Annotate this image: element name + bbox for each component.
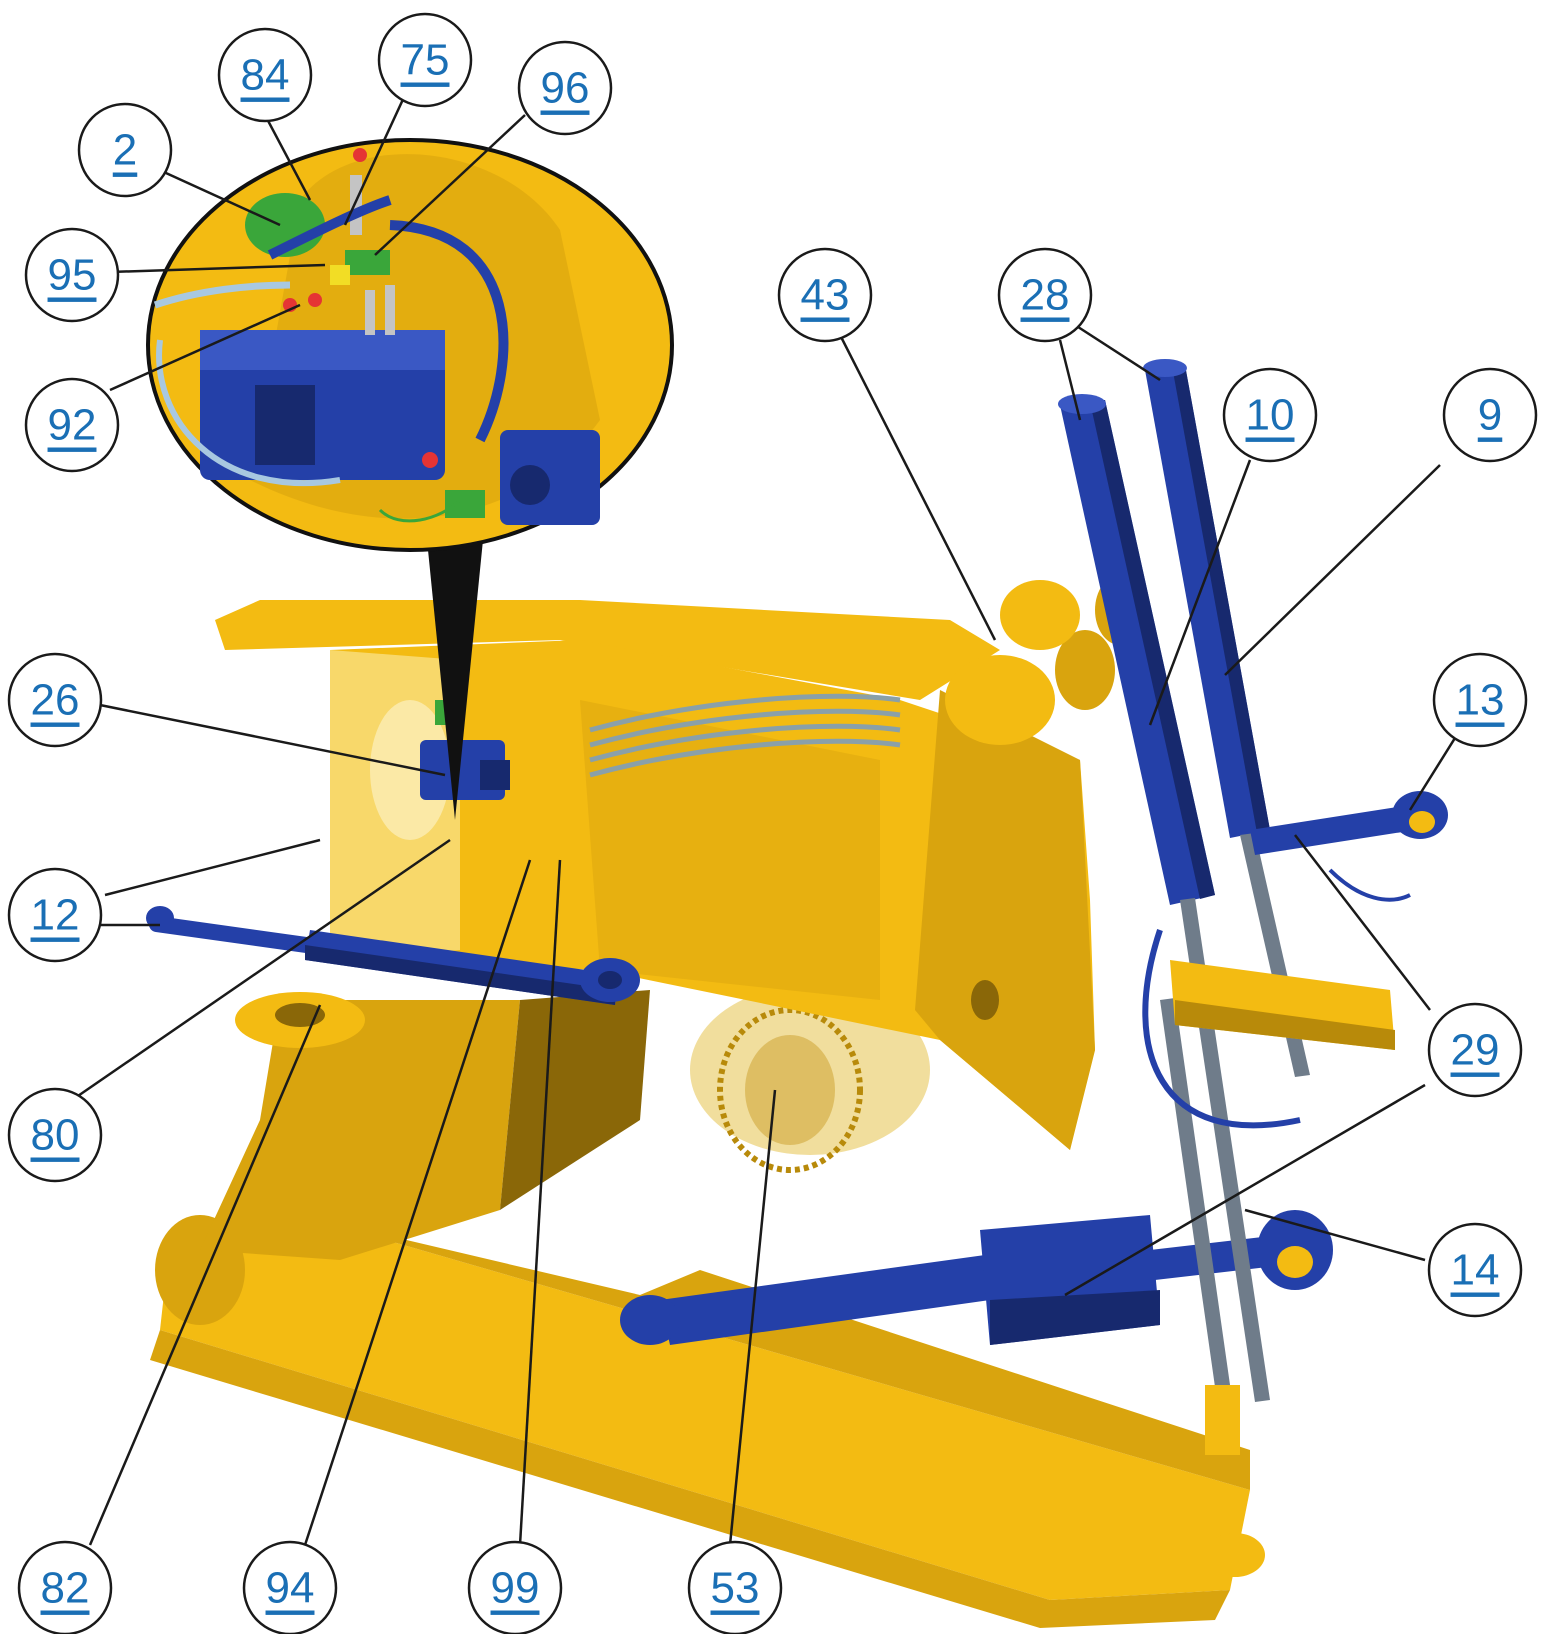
horizontal-cylinder — [146, 906, 640, 1005]
callout-10-label[interactable]: 10 — [1246, 391, 1295, 440]
callout-99[interactable]: 99 — [467, 1540, 563, 1634]
callout-80-label[interactable]: 80 — [31, 1111, 80, 1160]
connecting-arm — [200, 990, 650, 1260]
callout-29-label[interactable]: 29 — [1451, 1026, 1500, 1075]
callout-75[interactable]: 75 — [377, 12, 473, 108]
callout-82-label[interactable]: 82 — [41, 1564, 90, 1613]
callout-9-label[interactable]: 9 — [1478, 391, 1502, 440]
callout-13[interactable]: 13 — [1432, 652, 1528, 748]
magnified-detail-inset — [146, 138, 674, 820]
callout-26[interactable]: 26 — [7, 652, 103, 748]
callout-95[interactable]: 95 — [24, 227, 120, 323]
callout-94[interactable]: 94 — [242, 1540, 338, 1634]
callout-2-label[interactable]: 2 — [113, 126, 137, 175]
callout-2[interactable]: 2 — [77, 102, 173, 198]
callout-28[interactable]: 28 — [997, 247, 1093, 343]
slew-ring — [690, 985, 930, 1173]
callout-29[interactable]: 29 — [1427, 1002, 1523, 1098]
callout-12-label[interactable]: 12 — [31, 891, 80, 940]
callout-14-label[interactable]: 14 — [1451, 1246, 1500, 1295]
callout-99-label[interactable]: 99 — [491, 1564, 540, 1613]
callout-10[interactable]: 10 — [1222, 367, 1318, 463]
callout-14[interactable]: 14 — [1427, 1222, 1523, 1318]
callout-28-label[interactable]: 28 — [1021, 271, 1070, 320]
callout-96-label[interactable]: 96 — [541, 64, 590, 113]
callout-12[interactable]: 12 — [7, 867, 103, 963]
callout-92-label[interactable]: 92 — [48, 401, 97, 450]
callout-82[interactable]: 82 — [17, 1540, 113, 1634]
callout-26-label[interactable]: 26 — [31, 676, 80, 725]
main-frame — [215, 575, 1145, 1150]
callout-53-label[interactable]: 53 — [711, 1564, 760, 1613]
callout-80[interactable]: 80 — [7, 1087, 103, 1183]
machine-illustration — [146, 138, 1448, 1628]
callout-84-label[interactable]: 84 — [241, 51, 290, 100]
callout-43-label[interactable]: 43 — [801, 271, 850, 320]
callout-bubbles: 84 75 96 2 95 92 43 28 10 9 26 — [7, 12, 1538, 1634]
side-link — [1142, 791, 1448, 1129]
leader-lines — [74, 94, 1462, 1546]
callout-53[interactable]: 53 — [687, 1540, 783, 1634]
callout-95-label[interactable]: 95 — [48, 251, 97, 300]
callout-75-label[interactable]: 75 — [401, 36, 450, 85]
callout-92[interactable]: 92 — [24, 377, 120, 473]
callout-43[interactable]: 43 — [777, 247, 873, 343]
callout-84[interactable]: 84 — [217, 27, 313, 123]
callout-94-label[interactable]: 94 — [266, 1564, 315, 1613]
callout-9[interactable]: 9 — [1442, 367, 1538, 463]
callout-96[interactable]: 96 — [517, 40, 613, 136]
callout-13-label[interactable]: 13 — [1456, 676, 1505, 725]
lift-cylinder-lower — [620, 1210, 1333, 1345]
